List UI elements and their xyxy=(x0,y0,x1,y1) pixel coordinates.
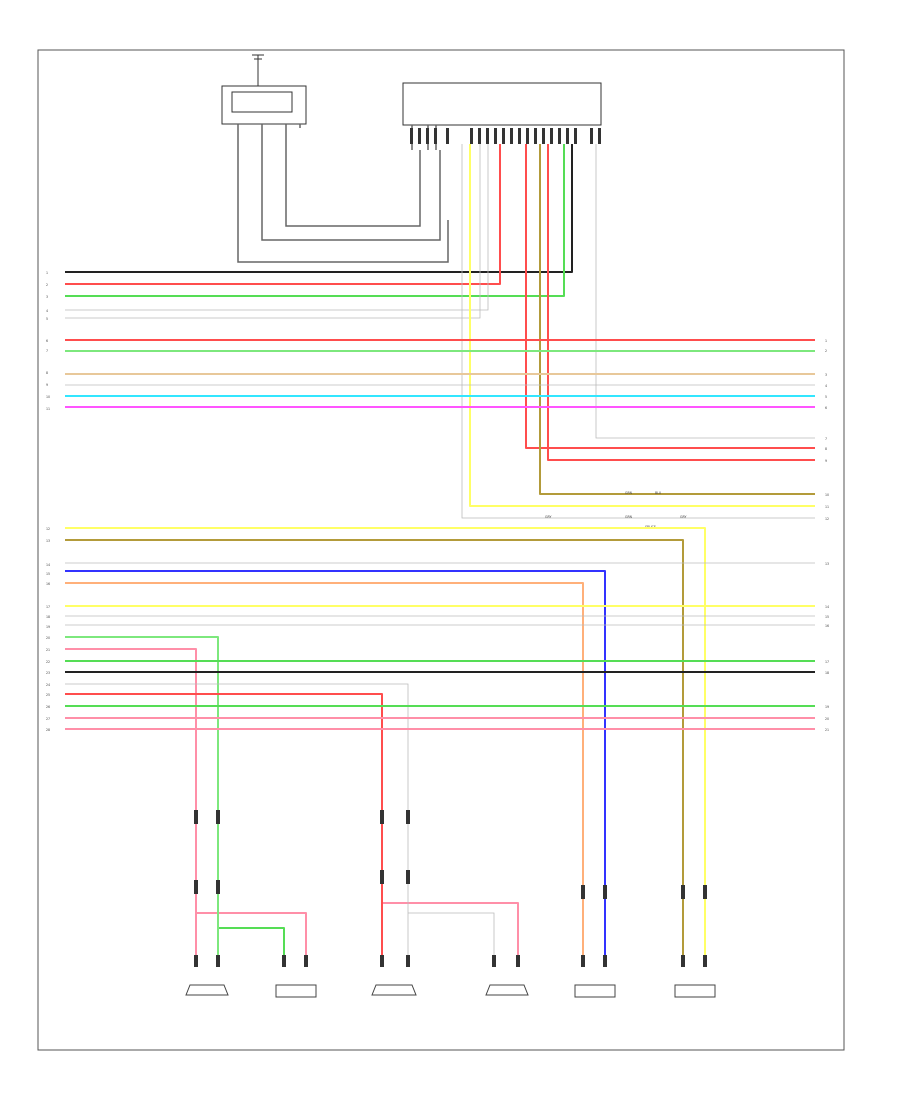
svg-text:16: 16 xyxy=(825,624,829,628)
svg-text:5: 5 xyxy=(46,317,48,321)
speaker-wiring xyxy=(195,885,706,960)
svg-text:5: 5 xyxy=(825,395,827,399)
antenna-amplifier xyxy=(221,85,307,125)
speaker-right-rear xyxy=(574,955,616,998)
svg-text:6: 6 xyxy=(46,339,48,343)
svg-text:23: 23 xyxy=(46,671,50,675)
svg-text:22: 22 xyxy=(46,660,50,664)
svg-text:10: 10 xyxy=(46,395,50,399)
svg-text:28: 28 xyxy=(46,728,50,732)
svg-text:20: 20 xyxy=(46,636,50,640)
svg-text:10: 10 xyxy=(825,493,829,497)
svg-text:27: 27 xyxy=(46,717,50,721)
svg-text:19: 19 xyxy=(46,625,50,629)
antenna-icon xyxy=(252,54,264,86)
svg-text:21: 21 xyxy=(825,728,829,732)
svg-text:8: 8 xyxy=(46,371,48,375)
splice-area: GRN BLU GRY GRN GRY SPLICE xyxy=(545,491,686,529)
svg-text:12: 12 xyxy=(825,517,829,521)
left-bus-terminals: 1 2 3 4 5 6 7 8 9 10 11 xyxy=(46,271,50,411)
svg-text:9: 9 xyxy=(825,459,827,463)
svg-text:15: 15 xyxy=(825,615,829,619)
svg-text:2: 2 xyxy=(825,349,827,353)
drop-connectors xyxy=(194,810,707,899)
svg-text:25: 25 xyxy=(46,693,50,697)
head-unit xyxy=(402,82,602,126)
speaker-front-right xyxy=(371,955,417,996)
svg-text:4: 4 xyxy=(46,309,48,313)
svg-text:21: 21 xyxy=(46,648,50,652)
speaker-right-tweeter xyxy=(485,955,529,996)
head-unit-wires xyxy=(65,144,815,519)
svg-text:9: 9 xyxy=(46,383,48,387)
svg-text:15: 15 xyxy=(46,572,50,576)
right-bus-terminals: 1 2 3 4 5 6 7 8 9 10 11 12 13 14 15 16 1… xyxy=(825,339,829,732)
svg-text:7: 7 xyxy=(825,437,827,441)
svg-text:GRY: GRY xyxy=(680,515,686,519)
svg-text:11: 11 xyxy=(825,505,829,509)
speaker-rear-left xyxy=(185,955,229,996)
svg-text:BLU: BLU xyxy=(655,491,662,495)
svg-text:18: 18 xyxy=(46,615,50,619)
svg-text:20: 20 xyxy=(825,717,829,721)
svg-text:4: 4 xyxy=(825,384,827,388)
svg-text:17: 17 xyxy=(825,660,829,664)
svg-text:7: 7 xyxy=(46,349,48,353)
svg-text:3: 3 xyxy=(46,295,48,299)
speaker-left-rear xyxy=(674,955,716,998)
lower-harness-wires xyxy=(65,527,815,885)
svg-text:13: 13 xyxy=(825,562,829,566)
diagram-frame xyxy=(37,49,845,1051)
svg-text:11: 11 xyxy=(46,407,50,411)
svg-text:16: 16 xyxy=(46,582,50,586)
svg-text:12: 12 xyxy=(46,527,50,531)
antenna-cable-group xyxy=(237,124,449,263)
svg-text:26: 26 xyxy=(46,705,50,709)
svg-text:3: 3 xyxy=(825,373,827,377)
svg-text:19: 19 xyxy=(825,705,829,709)
svg-text:8: 8 xyxy=(825,447,827,451)
svg-text:24: 24 xyxy=(46,683,50,687)
svg-text:18: 18 xyxy=(825,671,829,675)
svg-text:1: 1 xyxy=(825,339,827,343)
svg-text:GRN: GRN xyxy=(625,491,633,495)
svg-text:13: 13 xyxy=(46,539,50,543)
svg-text:6: 6 xyxy=(825,406,827,410)
head-unit-pins xyxy=(410,128,601,144)
svg-text:14: 14 xyxy=(46,563,50,567)
svg-text:1: 1 xyxy=(46,271,48,275)
svg-text:GRY: GRY xyxy=(545,515,551,519)
upper-harness-wires xyxy=(65,339,815,408)
speaker-left-tweeter xyxy=(275,955,317,998)
lower-left-terminals: 12 13 14 15 16 17 18 19 20 21 22 23 24 2… xyxy=(46,527,50,732)
svg-text:GRN: GRN xyxy=(625,515,633,519)
svg-text:14: 14 xyxy=(825,605,829,609)
svg-text:2: 2 xyxy=(46,283,48,287)
svg-text:17: 17 xyxy=(46,605,50,609)
